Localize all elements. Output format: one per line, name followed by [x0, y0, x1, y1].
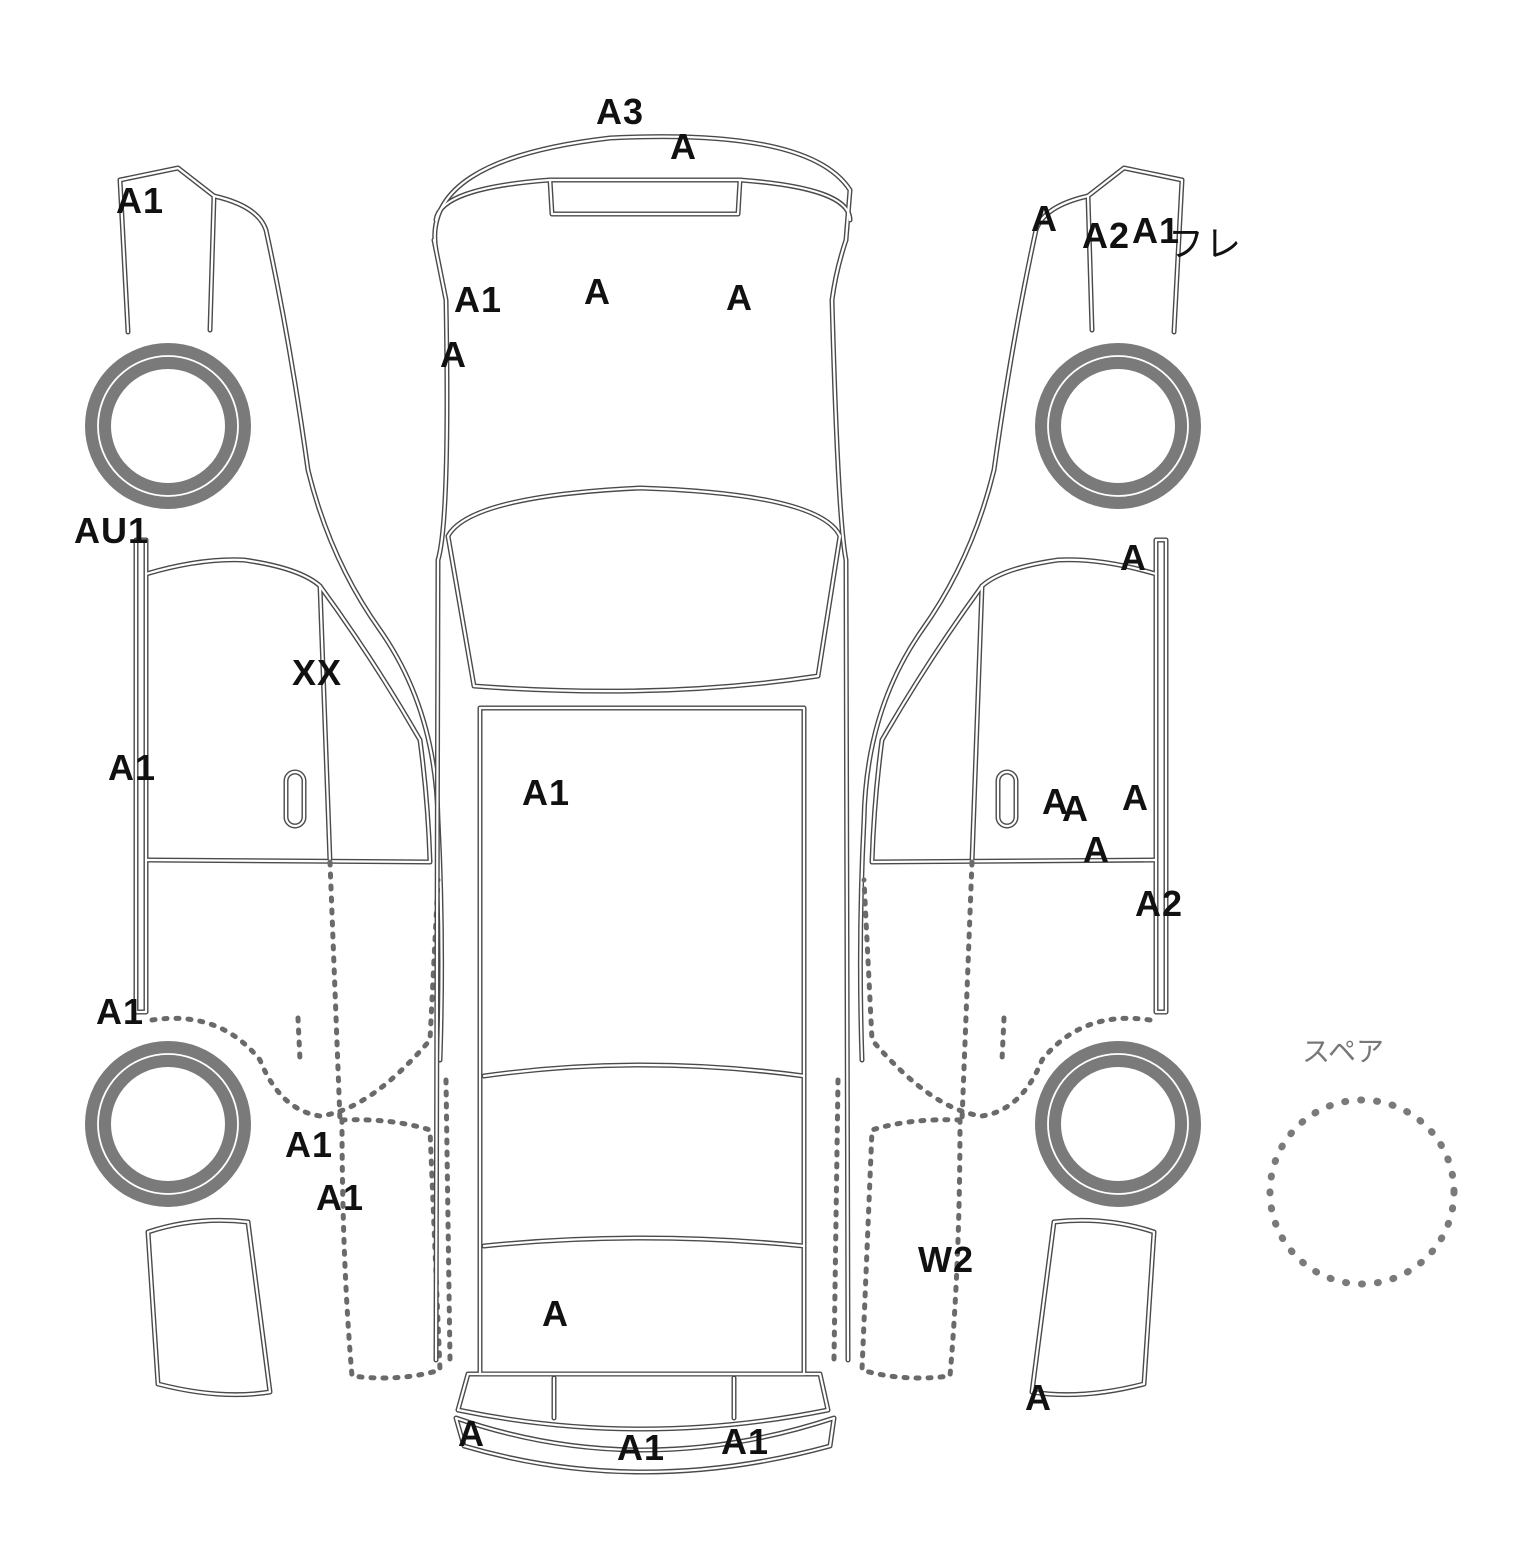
- mark-left-sill-front: AU1: [74, 510, 150, 551]
- mark-rear-bumper-right: A1: [721, 1421, 770, 1462]
- mark-hood-left-lower: A: [440, 334, 467, 375]
- mark-left-front-fender-top: A1: [116, 180, 165, 221]
- mark-front-bumper-top: A3: [596, 91, 645, 132]
- mark-right-fender-a: A: [1031, 198, 1058, 239]
- mark-left-sill-rear: A1: [96, 991, 145, 1032]
- mark-right-door-1: A: [1042, 781, 1069, 822]
- mark-hood-center: A: [584, 271, 611, 312]
- mark-trunk: A: [542, 1293, 569, 1334]
- mark-left-quarter-1: A1: [285, 1124, 334, 1165]
- mark-right-fender-a2: A2: [1082, 215, 1131, 256]
- mark-hood-left: A1: [454, 279, 503, 320]
- spare-tire: [1266, 1096, 1458, 1288]
- mark-front-bumper-right: A: [670, 126, 697, 167]
- mark-right-quarter: W2: [918, 1239, 974, 1280]
- top-view: [434, 137, 850, 1472]
- left-side-view: [85, 168, 442, 1395]
- mark-rear-bumper-left: A: [458, 1413, 485, 1454]
- mark-rear-bumper-center: A1: [617, 1427, 666, 1468]
- mark-right-pillar: A: [1120, 537, 1147, 578]
- mark-left-sill-mid: A1: [108, 747, 157, 788]
- mark-right-door-4: A: [1083, 829, 1110, 870]
- mark-left-quarter-2: A1: [316, 1177, 365, 1218]
- mark-right-fender-fure: フレ: [1168, 223, 1243, 264]
- mark-roof: A1: [522, 772, 571, 813]
- mark-right-door-2: A: [1062, 788, 1089, 829]
- mark-right-rear-corner: A: [1025, 1377, 1052, 1418]
- mark-right-door-3: A: [1122, 777, 1149, 818]
- mark-left-front-door: XX: [292, 652, 343, 693]
- spare-tire-label: スペア: [1302, 1036, 1385, 1067]
- mark-right-sill: A2: [1135, 883, 1184, 924]
- mark-right-fender-a1: A1: [1132, 210, 1181, 251]
- right-side-view: [860, 168, 1201, 1395]
- mark-hood-right: A: [726, 277, 753, 318]
